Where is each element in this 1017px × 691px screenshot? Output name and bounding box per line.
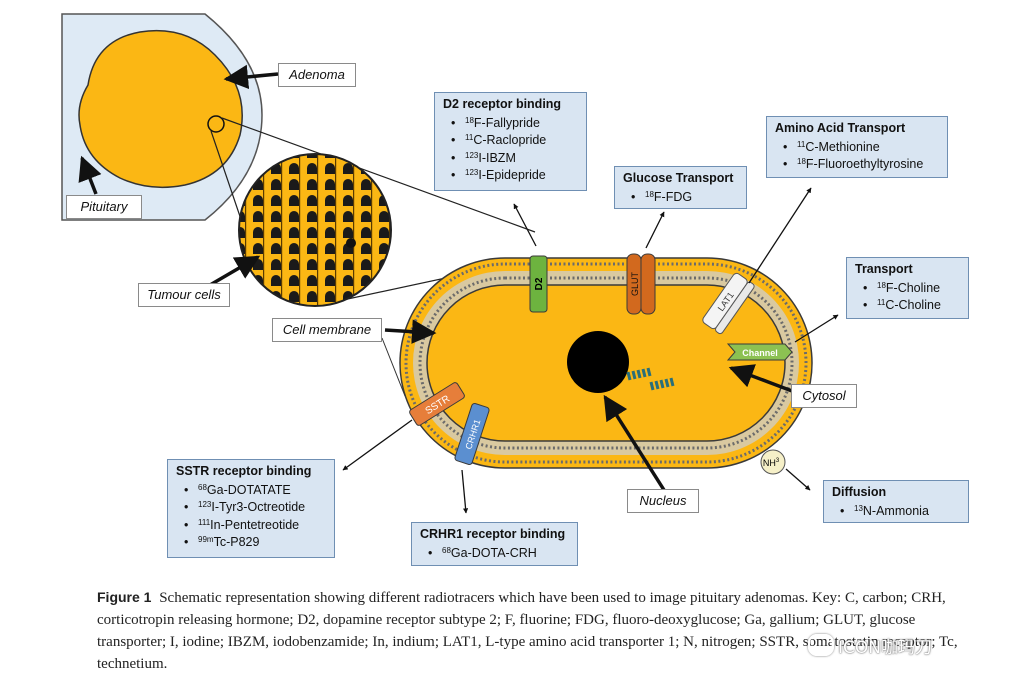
- channel-label: Channel: [742, 348, 778, 358]
- pituitary-panel: [61, 13, 263, 221]
- tumour-cells-label: Tumour cells: [138, 283, 230, 307]
- list-item: 123I-IBZM: [451, 150, 578, 168]
- list-item: 111In-Pentetreotide: [184, 517, 326, 535]
- transport-box: Transport 18F-Choline 11C-Choline: [846, 257, 969, 319]
- diffusion-box: Diffusion 13N-Ammonia: [823, 480, 969, 523]
- glucose-box-title: Glucose Transport: [623, 171, 734, 185]
- transport-box-title: Transport: [855, 262, 913, 276]
- diffusion-box-title: Diffusion: [832, 485, 887, 499]
- list-item: 99mTc-P829: [184, 534, 326, 552]
- glucose-transport-box: Glucose Transport 18F-FDG: [614, 166, 747, 209]
- adenoma-label: Adenoma: [278, 63, 356, 87]
- pituitary-label: Pituitary: [66, 195, 142, 219]
- cytosol-label: Cytosol: [791, 384, 857, 408]
- d2-receptor: D2: [529, 255, 548, 313]
- list-item: 123I-Tyr3-Octreotide: [184, 499, 326, 517]
- adenoma-shape: [78, 29, 243, 189]
- list-item: 123I-Epidepride: [451, 167, 578, 185]
- watermark: ICON咖玛刀: [808, 633, 932, 658]
- figure-number: Figure 1: [97, 589, 152, 605]
- list-item: 11C-Raclopride: [451, 132, 578, 150]
- crhr1-receptor: CRHR1: [454, 402, 490, 466]
- list-item: 11C-Methionine: [783, 139, 939, 157]
- sstr-binding-box: SSTR receptor binding 68Ga-DOTATATE 123I…: [167, 459, 335, 558]
- wechat-icon: [808, 634, 834, 656]
- list-item: 18F-Choline: [863, 280, 960, 298]
- lat1-transporter: LAT1: [702, 272, 755, 335]
- figure-caption: Figure 1 Schematic representation showin…: [97, 586, 977, 675]
- list-item: 68Ga-DOTA-CRH: [428, 545, 569, 563]
- d2-box-title: D2 receptor binding: [443, 97, 562, 111]
- pointer-arrows: [342, 187, 839, 514]
- caption-text: Schematic representation showing differe…: [97, 590, 958, 672]
- nh3-molecule: NH3: [760, 449, 786, 475]
- glut-label: GLUT: [630, 272, 640, 297]
- dna-strand-2: [649, 377, 675, 391]
- channel-protein: Channel: [726, 343, 793, 361]
- amino-acid-transport-box: Amino Acid Transport 11C-Methionine 18F-…: [766, 116, 948, 178]
- cell-membrane-label: Cell membrane: [272, 318, 382, 342]
- nucleus-label: Nucleus: [627, 489, 699, 513]
- tumour-cells-circle: [238, 153, 392, 307]
- sstr-box-title: SSTR receptor binding: [176, 464, 312, 478]
- d2-label: D2: [534, 277, 545, 290]
- list-item: 18F-FDG: [631, 189, 738, 207]
- glut-transporter: GLUT: [626, 253, 656, 315]
- nucleus-shape: [567, 331, 629, 393]
- list-item: 68Ga-DOTATATE: [184, 482, 326, 500]
- amino-box-title: Amino Acid Transport: [775, 121, 906, 135]
- dna-strand-1: [626, 367, 652, 381]
- magnify-origin-circle: [207, 115, 225, 133]
- list-item: 18F-Fallypride: [451, 115, 578, 133]
- crhr1-box-title: CRHR1 receptor binding: [420, 527, 566, 541]
- label-arrows: [78, 64, 801, 491]
- cell: [399, 257, 813, 469]
- list-item: 18F-Fluoroethyltyrosine: [783, 156, 939, 174]
- thin-line-cell-membrane: [381, 337, 406, 397]
- svg-text:NH3: NH3: [763, 458, 780, 468]
- watermark-text: ICON咖玛刀: [838, 638, 932, 658]
- crhr1-binding-box: CRHR1 receptor binding 68Ga-DOTA-CRH: [411, 522, 578, 566]
- list-item: 13N-Ammonia: [840, 503, 960, 521]
- d2-binding-box: D2 receptor binding 18F-Fallypride 11C-R…: [434, 92, 587, 191]
- list-item: 11C-Choline: [863, 297, 960, 315]
